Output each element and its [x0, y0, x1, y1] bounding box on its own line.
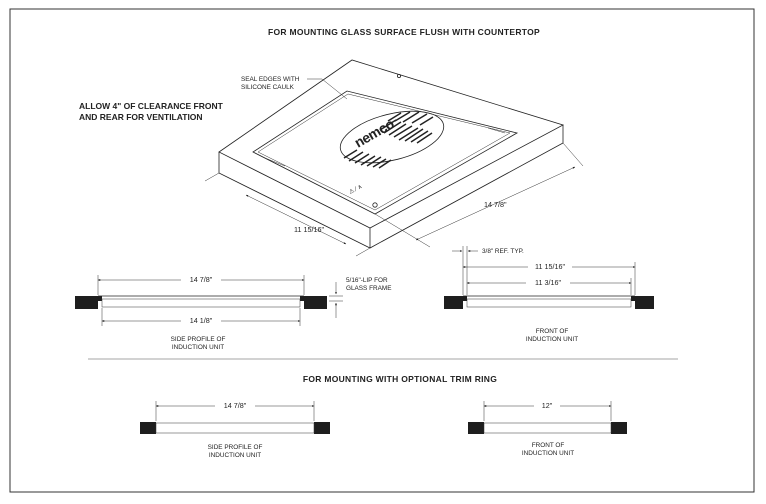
induction-unit-body [483, 422, 612, 434]
glass-panel [252, 90, 519, 215]
brand-logo: nemco [352, 115, 397, 150]
panel-marking [264, 157, 286, 167]
heading-trim-ring: FOR MOUNTING WITH OPTIONAL TRIM RING [303, 374, 497, 384]
side-dim-top-label: 14 7/8" [190, 275, 213, 284]
glass-frame-step-right [300, 296, 304, 301]
side-profile-caption-2: INDUCTION UNIT [172, 344, 224, 351]
corner-mark [372, 202, 378, 208]
lip-note-line-2: GLASS FRAME [346, 285, 391, 292]
width-extension-line [562, 142, 584, 167]
control-symbol: ⚠ ⁄ ∧ [348, 183, 364, 196]
side-dim-bottom-label: 14 1/8" [190, 316, 213, 325]
isometric-view: nemco ⚠ ⁄ ∧ SEAL EDGES WITH SILICONE CAU… [204, 59, 584, 257]
side-profile-flush: 14 7/8" 14 1/8" 5/16"-LIP FOR GLASS FRAM… [75, 275, 391, 351]
glass-frame-step-right [631, 296, 635, 301]
ref-note: 3/8" REF. TYP. [482, 248, 524, 255]
front-caption-1: FRONT OF [536, 328, 569, 335]
countertop-right-block [635, 296, 654, 309]
induction-unit-body [101, 298, 301, 308]
depth-extension-line [204, 172, 220, 182]
width-extension-line [374, 213, 431, 248]
trim-front-caption-2: INDUCTION UNIT [522, 450, 574, 457]
side-profile-trim: 14 7/8" SIDE PROFILE OF INDUCTION UNIT [140, 401, 330, 459]
depth-dimension-label: 11 15/16" [294, 225, 324, 234]
trim-side-dim-label: 14 7/8" [224, 401, 247, 410]
vent-slots-upper [379, 111, 434, 144]
glass-frame-step-left [98, 296, 102, 301]
seal-leader-line [307, 78, 348, 100]
clearance-note-line-2: AND REAR FOR VENTILATION [79, 112, 203, 122]
front-view-flush: 3/8" REF. TYP. 11 15/16" 11 3/16" FRONT … [444, 246, 654, 343]
trim-left-block [468, 422, 484, 434]
trim-front-caption-1: FRONT OF [532, 442, 565, 449]
countertop-left-block [444, 296, 463, 309]
depth-dimension-line [245, 194, 347, 245]
side-profile-caption-1: SIDE PROFILE OF [171, 336, 226, 343]
panel-marking [487, 127, 506, 134]
seal-note-line-2: SILICONE CAULK [241, 84, 295, 91]
front-view-trim: 12" FRONT OF INDUCTION UNIT [468, 401, 627, 457]
vent-slots-lower [343, 149, 392, 169]
clearance-note-line-1: ALLOW 4" OF CLEARANCE FRONT [79, 101, 224, 111]
trim-side-caption-2: INDUCTION UNIT [209, 452, 261, 459]
depth-extension-line [355, 247, 371, 257]
cooking-zone-ring [339, 110, 445, 164]
seal-note-line-1: SEAL EDGES WITH [241, 76, 300, 83]
width-dimension-line [415, 166, 576, 241]
trim-side-caption-1: SIDE PROFILE OF [208, 444, 263, 451]
countertop-left-edge [218, 125, 564, 249]
lip-note-line-1: 5/16"-LIP FOR [346, 277, 388, 284]
glass-frame-step-left [463, 296, 467, 301]
front-dim-top-label: 11 15/16" [535, 262, 565, 271]
front-dim-inner-label: 11 3/16" [535, 278, 561, 287]
induction-unit-body [155, 422, 315, 434]
sheet-border [9, 8, 755, 493]
trim-right-block [314, 422, 330, 434]
trim-left-block [140, 422, 156, 434]
width-dimension-label: 14 7/8" [484, 200, 507, 209]
glass-panel-inner [257, 93, 511, 211]
induction-unit-body [466, 298, 632, 308]
countertop-left-block [75, 296, 98, 309]
front-caption-2: INDUCTION UNIT [526, 336, 578, 343]
corner-mark [396, 74, 401, 79]
trim-front-dim-label: 12" [542, 401, 553, 410]
heading-flush-mount: FOR MOUNTING GLASS SURFACE FLUSH WITH CO… [268, 27, 540, 37]
countertop-right-block [304, 296, 327, 309]
trim-right-block [611, 422, 627, 434]
